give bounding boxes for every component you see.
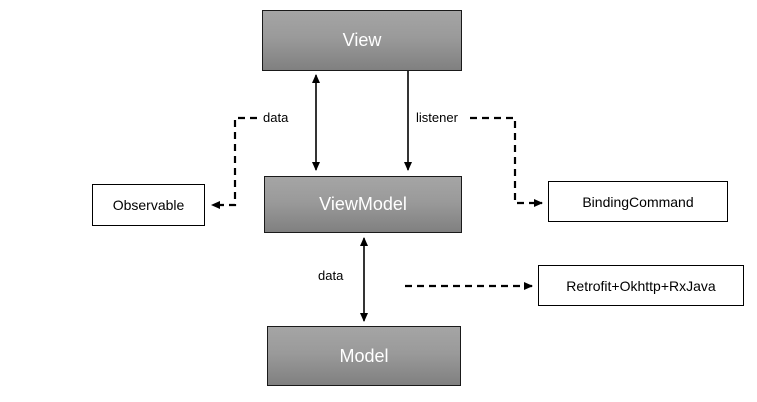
node-observable-label: Observable bbox=[112, 197, 185, 213]
edge-label-listener: listener bbox=[416, 110, 458, 125]
edge-data-to-observable bbox=[211, 116, 257, 209]
edge-label-data-observable: data bbox=[263, 110, 289, 125]
node-observable[interactable]: Observable bbox=[92, 184, 205, 226]
node-model[interactable]: Model bbox=[267, 326, 461, 386]
node-view[interactable]: View bbox=[262, 10, 462, 71]
node-viewmodel-label: ViewModel bbox=[319, 194, 407, 214]
node-viewmodel[interactable]: ViewModel bbox=[264, 176, 462, 233]
edge-listener-to-binding-command bbox=[470, 116, 543, 207]
node-binding-command[interactable]: BindingCommand bbox=[548, 181, 728, 222]
node-view-label: View bbox=[342, 30, 382, 50]
node-binding-command-label: BindingCommand bbox=[582, 193, 694, 210]
node-network-stack[interactable]: Retrofit+Okhttp+RxJava bbox=[538, 265, 744, 306]
node-network-stack-label: Retrofit+Okhttp+RxJava bbox=[566, 277, 716, 294]
edge-label-data-model: data bbox=[318, 268, 344, 283]
node-model-label: Model bbox=[339, 345, 389, 366]
